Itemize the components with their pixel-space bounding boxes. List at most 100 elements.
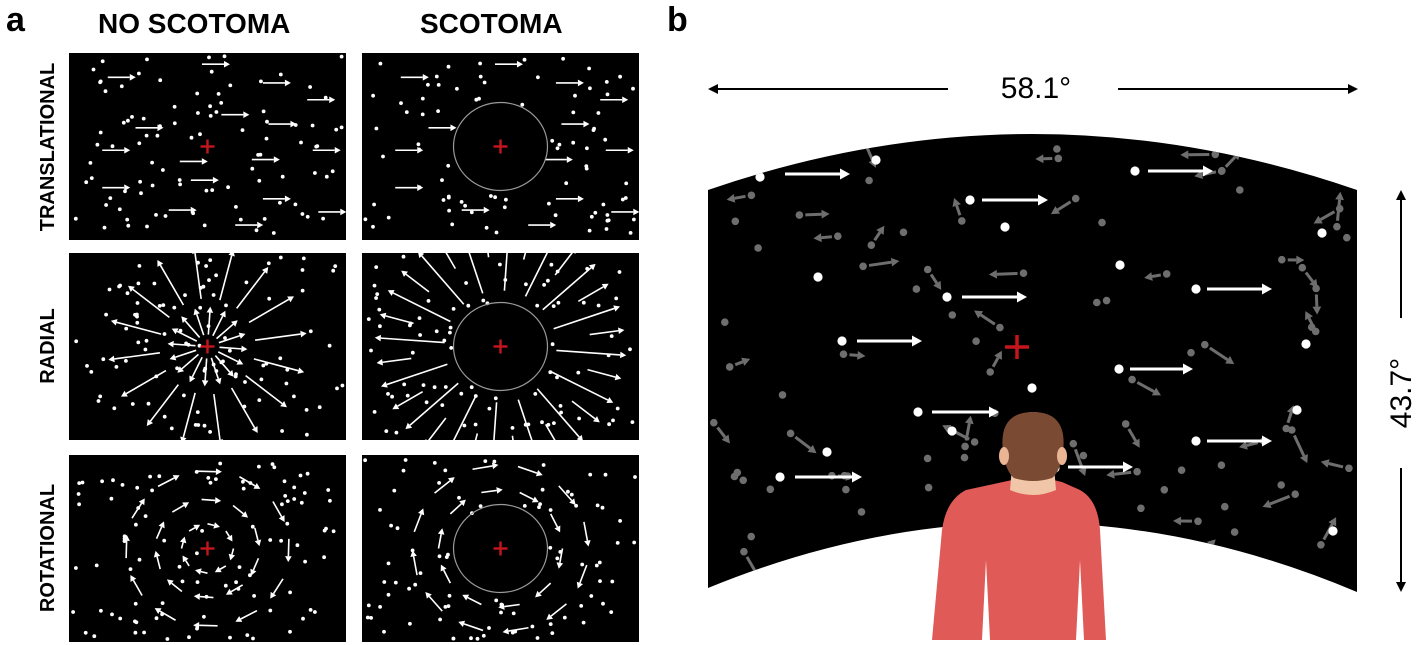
motion-arrow xyxy=(481,487,503,494)
motion-arrow xyxy=(929,273,942,290)
motion-arrow xyxy=(1239,441,1259,450)
motion-arrow xyxy=(217,351,244,365)
motion-arrow xyxy=(206,306,214,335)
motion-arrow xyxy=(216,320,238,340)
motion-arrow xyxy=(1144,272,1162,281)
motion-arrow xyxy=(219,345,248,353)
stimulus-radial-scotoma xyxy=(362,253,639,440)
motion-arrow xyxy=(225,584,244,595)
motion-arrow xyxy=(193,308,205,336)
motion-arrow xyxy=(130,575,143,596)
motion-arrow xyxy=(123,534,130,559)
motion-arrow xyxy=(146,384,179,426)
motion-arrow xyxy=(611,208,639,216)
fixation-cross xyxy=(200,139,215,154)
motion-arrow xyxy=(195,568,208,575)
motion-arrow xyxy=(248,296,295,324)
motion-arrow xyxy=(179,536,187,549)
dot-field xyxy=(363,56,636,235)
motion-arrow xyxy=(1035,154,1053,164)
motion-arrow xyxy=(555,79,584,87)
motion-arrow xyxy=(167,340,196,348)
motion-arrow xyxy=(494,60,523,68)
motion-arrow xyxy=(201,60,230,68)
motion-arrow xyxy=(813,233,833,243)
motion-arrow xyxy=(561,120,590,128)
motion-arrow xyxy=(1173,516,1192,526)
motion-arrow xyxy=(318,208,346,216)
motion-arrow xyxy=(1068,461,1133,473)
motion-arrow xyxy=(197,468,222,475)
motion-arrow xyxy=(128,285,170,318)
motion-arrow xyxy=(452,396,477,440)
motion-arrow xyxy=(218,332,246,344)
motion-arrow xyxy=(250,557,260,576)
motion-arrow xyxy=(1320,459,1344,469)
motion-arrow xyxy=(108,352,161,363)
motion-arrow xyxy=(1262,494,1291,509)
observer-hair xyxy=(1002,412,1064,481)
motion-arrow xyxy=(734,357,751,367)
motion-arrow xyxy=(468,253,484,294)
motion-arrow xyxy=(1292,434,1308,464)
motion-arrow xyxy=(462,594,482,606)
motion-arrow xyxy=(536,388,583,440)
motion-arrow xyxy=(131,498,145,519)
motion-arrow xyxy=(544,156,573,163)
motion-arrow xyxy=(214,355,234,377)
motion-arrow xyxy=(395,146,424,154)
stimulus-rotational-no-scotoma xyxy=(69,455,346,642)
motion-arrow xyxy=(379,312,414,325)
motion-arrow xyxy=(805,209,830,219)
motion-arrow xyxy=(155,521,165,540)
motion-arrow xyxy=(107,74,136,81)
motion-arrow xyxy=(213,393,224,440)
motion-arrow xyxy=(1335,191,1344,221)
motion-arrow xyxy=(440,564,452,584)
motion-arrow xyxy=(169,349,197,361)
motion-arrow xyxy=(400,74,429,81)
motion-arrow xyxy=(1127,428,1140,448)
motion-arrow xyxy=(1148,165,1213,177)
motion-arrow xyxy=(535,582,552,598)
motion-arrow xyxy=(189,356,203,383)
motion-arrow xyxy=(600,96,629,104)
motion-arrow xyxy=(519,491,539,503)
motion-arrow xyxy=(232,504,249,518)
motion-arrow xyxy=(554,253,576,276)
motion-arrow xyxy=(474,433,479,440)
scotoma-outline xyxy=(452,101,549,192)
white-dot-field xyxy=(755,155,1338,536)
motion-arrow xyxy=(182,555,190,567)
motion-arrow xyxy=(395,184,424,191)
motion-arrow xyxy=(157,259,185,306)
motion-arrow xyxy=(434,477,455,494)
motion-arrow xyxy=(425,417,447,440)
motion-arrow xyxy=(952,197,962,216)
motion-arrows xyxy=(374,253,627,440)
motion-arrow xyxy=(556,548,564,569)
motion-arrow xyxy=(1207,283,1272,295)
motion-arrow xyxy=(962,291,1027,303)
motion-arrow xyxy=(458,620,484,632)
motion-arrow xyxy=(524,253,549,297)
motion-arrow xyxy=(157,475,180,488)
motion-arrow xyxy=(177,353,199,373)
motion-arrow xyxy=(230,387,258,434)
motion-arrow xyxy=(498,603,520,610)
motion-arrow xyxy=(502,626,529,635)
observer-shirt xyxy=(932,478,1106,640)
motion-arrow xyxy=(558,485,576,506)
motion-arrow xyxy=(550,370,614,404)
motion-arrow xyxy=(401,270,430,293)
motion-arrow xyxy=(1287,255,1305,265)
motion-arrow xyxy=(974,310,996,326)
motion-arrow xyxy=(262,195,291,203)
motion-arrow xyxy=(988,269,1018,279)
motion-arrow xyxy=(577,283,609,303)
motion-arrow xyxy=(472,462,499,471)
motion-arrow xyxy=(553,305,620,330)
motion-arrow xyxy=(188,524,201,532)
scotoma-outline xyxy=(452,503,549,594)
